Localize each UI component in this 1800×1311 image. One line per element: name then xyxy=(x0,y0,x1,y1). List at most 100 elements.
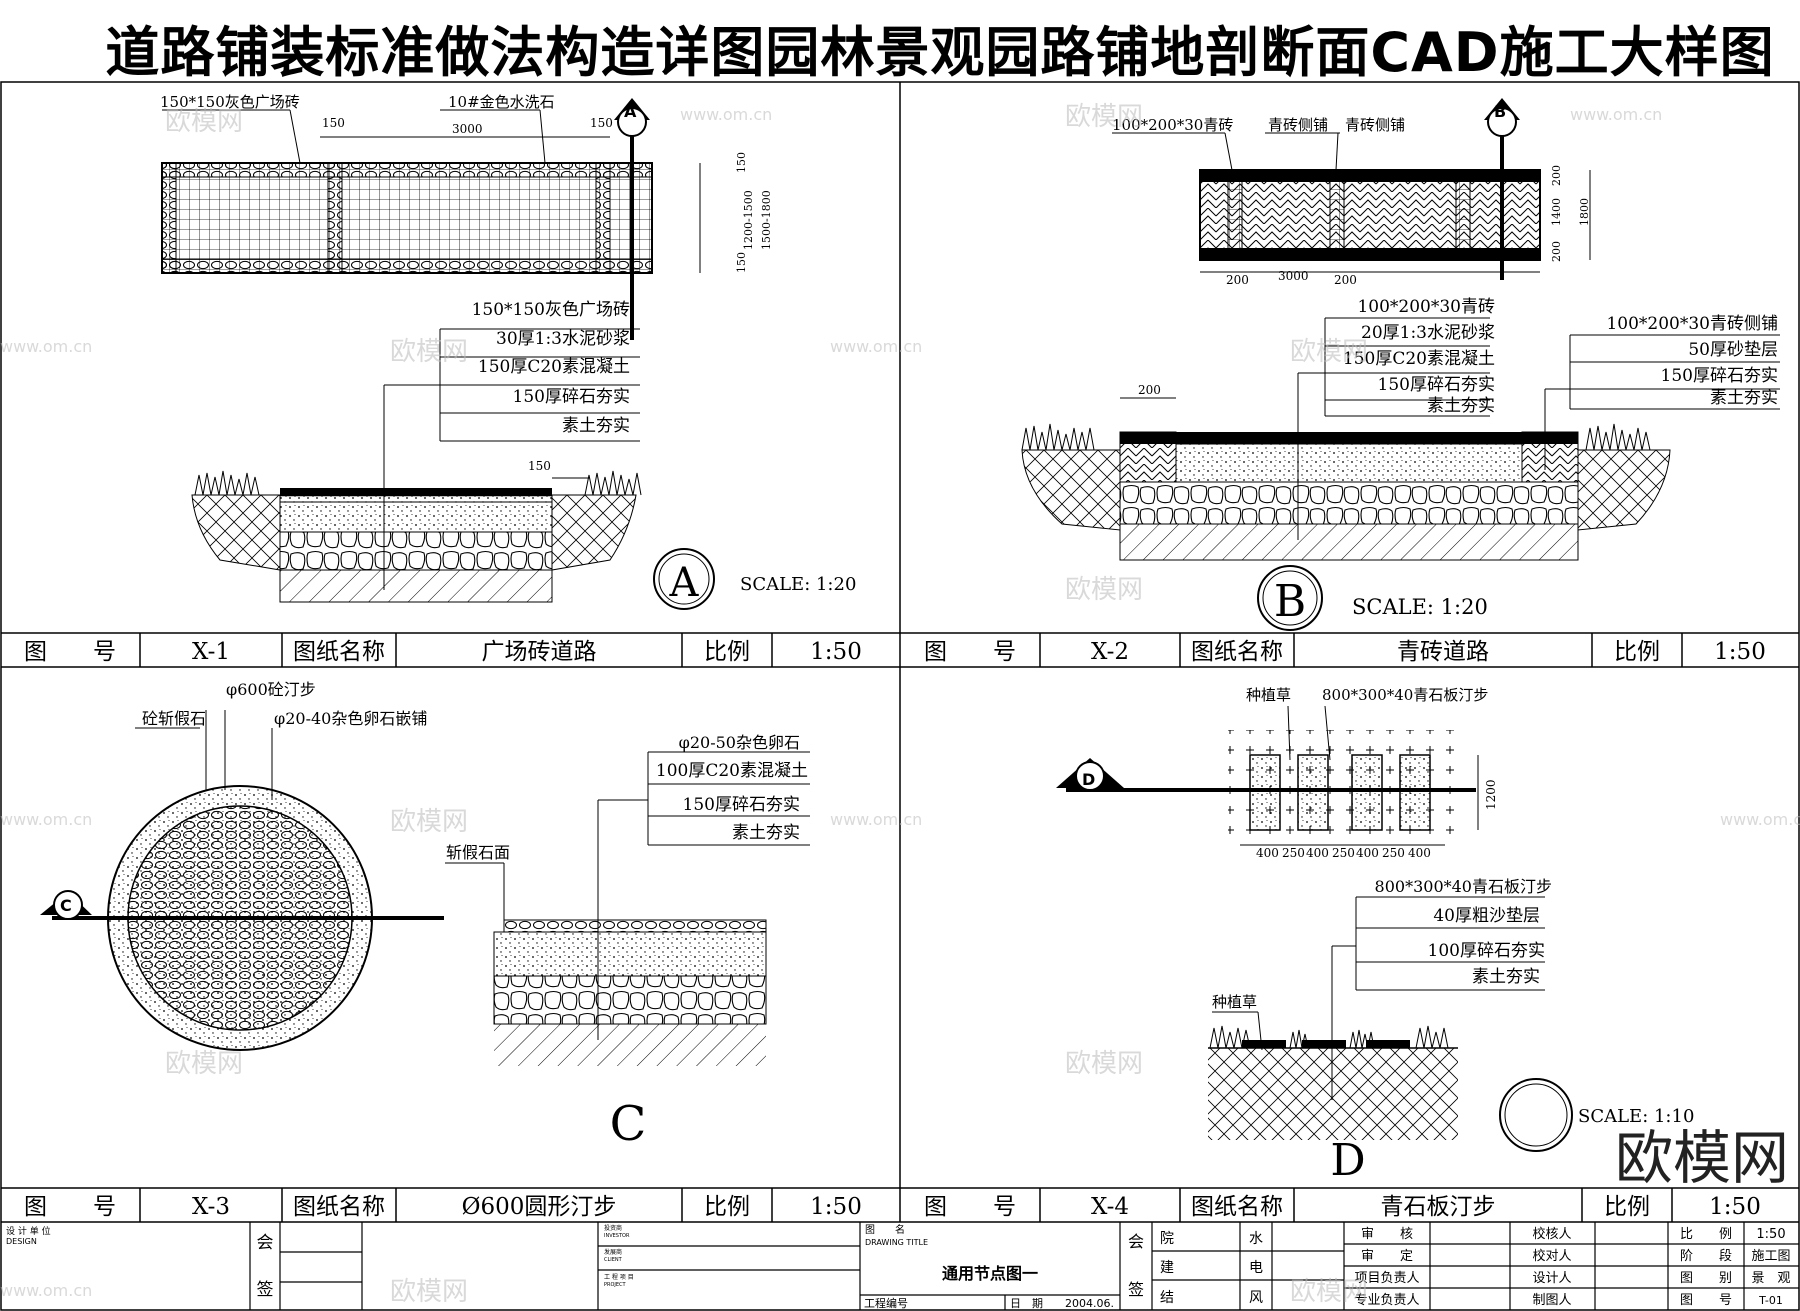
panel-a-layer-2: 30厚1:3水泥砂浆 xyxy=(496,329,630,349)
tb-design-en: DESIGN xyxy=(6,1237,37,1246)
bar2-drawing-no-label-2: 图 号 xyxy=(924,1194,1016,1220)
tb-role-8: 制图人 xyxy=(1532,1293,1571,1308)
tb-meta-value-1: 1:50 xyxy=(1756,1227,1785,1242)
tb-meta-label-1: 比 例 xyxy=(1680,1227,1732,1242)
watermark-text: 欧模网 xyxy=(390,337,468,367)
bar2-drawing-no-2: X-4 xyxy=(1091,1194,1129,1220)
panel-c-layer-4: 素土夯实 xyxy=(732,823,800,843)
title-block-grid xyxy=(249,1222,1799,1310)
panel-d-dim-3: 400 xyxy=(1306,846,1329,860)
tb-drawing-name: 通用节点图一 xyxy=(942,1264,1038,1283)
panel-d-dim-2: 250 xyxy=(1282,846,1305,860)
panel-d-dim-row: 400 250 400 250 400 250 400 xyxy=(1256,846,1431,860)
watermark-text: 欧模网 xyxy=(390,807,468,837)
tb-meta-label-2: 阶 段 xyxy=(1680,1249,1732,1264)
bar1-drawing-no-label: 图 号 xyxy=(24,639,116,665)
tb-meta-label-4: 图 号 xyxy=(1680,1293,1732,1308)
panel-b-dim-200a: 200 xyxy=(1226,273,1249,287)
panel-b-dim-200c: 200 xyxy=(1138,383,1161,397)
panel-d-dim-6: 250 xyxy=(1382,846,1405,860)
watermark-layer: 欧模网 欧模网 欧模网 欧模网 欧模网 欧模网 欧模网 欧模网 欧模网 欧模网 … xyxy=(0,102,1800,1307)
bar1-scale-2: 1:50 xyxy=(1714,639,1766,665)
panel-b-plan xyxy=(1112,98,1591,280)
panel-b-layer-right-2: 50厚砂垫层 xyxy=(1688,340,1778,360)
tb-project-no: 工程编号 xyxy=(864,1296,908,1310)
bar2-drawing-name-label-2: 图纸名称 xyxy=(1191,1194,1283,1220)
panel-b-dim-3000: 3000 xyxy=(1278,269,1309,283)
panel-a-plan xyxy=(161,98,701,340)
watermark-url: www.om.cn xyxy=(1570,105,1662,124)
bar2-scale: 1:50 xyxy=(810,1194,862,1220)
tb-role-7: 设计人 xyxy=(1532,1271,1571,1286)
panel-a-layer-4: 150厚碎石夯实 xyxy=(513,387,630,407)
panel-d-vdim: 1200 xyxy=(1484,779,1498,810)
watermark-url: www.om.cn xyxy=(0,337,92,356)
panel-d-section xyxy=(1208,1025,1573,1152)
tb-client-en: CLIENT xyxy=(604,1257,623,1263)
panel-b-vdim-1400: 1400 xyxy=(1550,198,1563,226)
watermark-url: www.om.cn xyxy=(0,810,92,829)
panel-a-layer-3: 150厚C20素混凝土 xyxy=(478,357,630,377)
panel-b-layer-right-1: 100*200*30青砖侧铺 xyxy=(1606,314,1778,334)
drawing-sheet-title: 道路铺装标准做法构造详图园林景观园路铺地剖断面CAD施工大样图 xyxy=(105,21,1775,84)
panel-c-label-2: φ600砼汀步 xyxy=(226,680,316,699)
panel-b-layer-callouts xyxy=(1297,317,1780,540)
panel-b-plan-label-left: 100*200*30青砖 xyxy=(1112,116,1233,134)
bar2-drawing-no: X-3 xyxy=(192,1194,230,1220)
title-bar-row-2 xyxy=(139,1188,1673,1222)
panel-c-section xyxy=(493,919,767,1066)
bar1-drawing-name-label-2: 图纸名称 xyxy=(1191,639,1283,665)
panel-b-layer-right-4: 素土夯实 xyxy=(1710,388,1778,408)
watermark-url: www.om.cn xyxy=(680,105,772,124)
panel-d-label-grass: 种植草 xyxy=(1212,993,1257,1011)
panel-a-vdim-1200: 1200-1500 xyxy=(742,190,755,250)
panel-b-layer-3: 150厚C20素混凝土 xyxy=(1343,349,1495,369)
panel-d-layer-1: 800*300*40青石板汀步 xyxy=(1375,877,1552,896)
panel-d-dim-1: 400 xyxy=(1256,846,1279,860)
panel-a-layer-1: 150*150灰色广场砖 xyxy=(472,300,630,320)
tb-client-cn: 发展商 xyxy=(604,1248,622,1256)
sheet-frame xyxy=(0,81,1800,1311)
bar2-scale-label-2: 比例 xyxy=(1604,1194,1650,1220)
panel-b-layer-5: 素土夯实 xyxy=(1427,396,1495,416)
watermark-text: 欧模网 xyxy=(165,1049,243,1079)
tb-role-6: 校对人 xyxy=(1532,1248,1571,1264)
panel-b-plan-label-mid2: 青砖侧铺 xyxy=(1345,116,1405,134)
panel-c-plan xyxy=(40,710,444,1051)
tb-meta-label-3: 图 别 xyxy=(1680,1271,1732,1286)
panel-a-plan-label-mid: 10#金色水洗石 xyxy=(448,93,555,111)
tb-role-4: 专业负责人 xyxy=(1354,1293,1419,1308)
panel-d-plan xyxy=(1056,705,1479,846)
panel-a-dim-150b: 150 xyxy=(590,116,613,130)
panel-a-vdim-1500: 1500-1800 xyxy=(760,190,773,250)
bar1-drawing-no-label-2: 图 号 xyxy=(924,639,1016,665)
tb-trade-3: 风 xyxy=(1249,1290,1263,1306)
bar2-scale-2: 1:50 xyxy=(1709,1194,1761,1220)
panel-c-layer-2: 100厚C20素混凝土 xyxy=(656,761,808,781)
watermark-text: 欧模网 xyxy=(1290,337,1368,367)
watermark-text: 欧模网 xyxy=(1290,1277,1368,1307)
panel-b-vdim-200a: 200 xyxy=(1550,165,1563,186)
tb-hui-2: 会 xyxy=(1128,1232,1144,1251)
tb-meta-value-2: 施工图 xyxy=(1751,1249,1790,1264)
panel-b-scale: SCALE: 1:20 xyxy=(1352,595,1488,619)
panel-a-vdim-150a: 150 xyxy=(735,152,748,173)
watermark-text: 欧模网 xyxy=(1065,102,1143,132)
tb-drawing-cn: 图 名 xyxy=(865,1223,905,1236)
panel-d-layer-2: 40厚粗沙垫层 xyxy=(1433,906,1540,926)
tb-investor-en: INVESTOR xyxy=(604,1233,630,1239)
watermark-text: 欧模网 xyxy=(1065,1049,1143,1079)
watermark-url: www.om.cn xyxy=(830,810,922,829)
panel-c-label-face: 斩假石面 xyxy=(446,843,510,862)
panel-a-dim-150c: 150 xyxy=(528,459,551,473)
panel-a-layer-5: 素土夯实 xyxy=(562,416,630,436)
panel-c-layer-1: φ20-50杂色卵石 xyxy=(679,733,800,752)
panel-b-layer-right-3: 150厚碎石夯实 xyxy=(1661,366,1778,386)
panel-b-layer-2: 20厚1:3水泥砂浆 xyxy=(1361,323,1495,343)
bar1-drawing-name-2: 青砖道路 xyxy=(1397,639,1489,665)
panel-d-layer-callouts xyxy=(1212,896,1545,1100)
panel-a-section-marker: A xyxy=(624,102,637,121)
panel-c-big-label: C xyxy=(610,1096,647,1152)
watermark-text: 欧模网 xyxy=(390,1277,468,1307)
